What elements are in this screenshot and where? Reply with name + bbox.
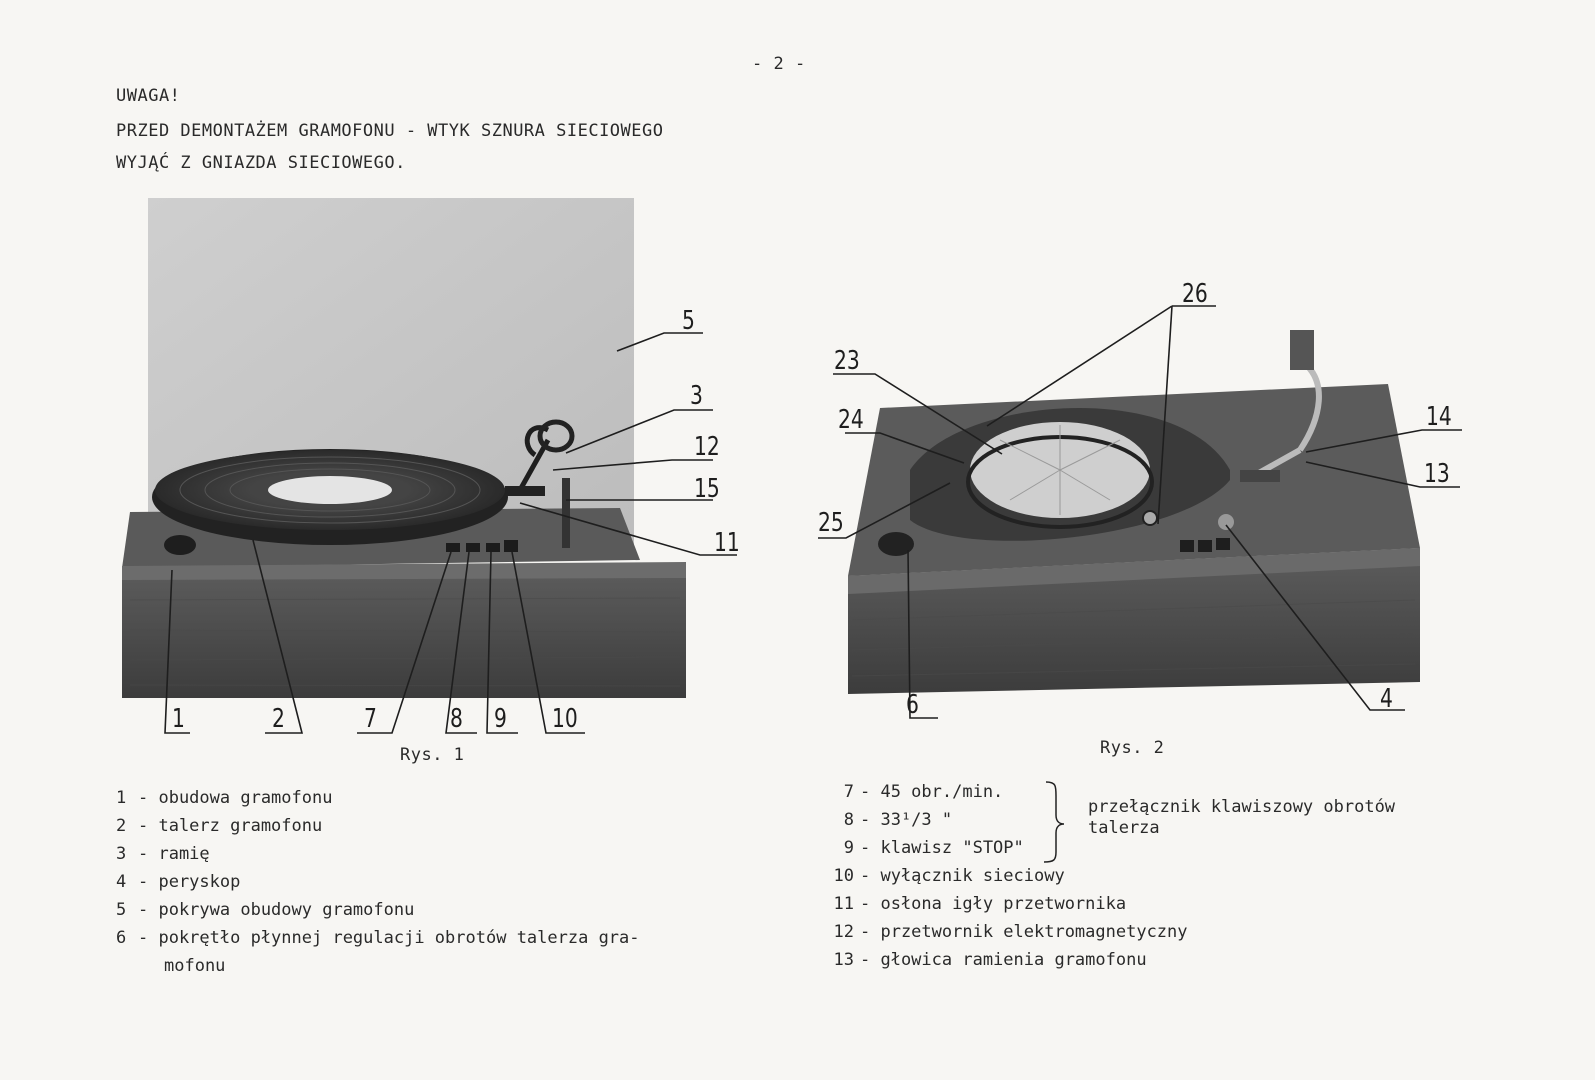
legend-item: 1- obudowa gramofonu [116, 788, 333, 808]
callout-1: 1 [172, 704, 185, 734]
legend-item: 6- pokrętło płynnej regulacji obrotów ta… [116, 928, 640, 948]
legend-item: 12- przetwornik elektromagnetyczny [833, 922, 1188, 942]
figure-2-caption: Rys. 2 [1100, 738, 1165, 758]
callout-5: 5 [682, 306, 695, 336]
callout-24: 24 [838, 405, 864, 435]
legend-item: 11- osłona igły przetwornika [833, 894, 1127, 914]
legend-item: 2- talerz gramofonu [116, 816, 323, 836]
page-number: - 2 - [752, 54, 806, 74]
speed-knob [164, 535, 196, 555]
legend-item: 8- 33¹/3 " [843, 810, 953, 830]
legend-item: 4- peryskop [116, 872, 241, 892]
callout-13: 13 [1424, 459, 1450, 489]
warning-line-1: PRZED DEMONTAŻEM GRAMOFONU - WTYK SZNURA… [116, 121, 664, 141]
legend-item: 13- głowica ramienia gramofonu [833, 950, 1147, 970]
legend-item: 3- ramię [116, 844, 210, 864]
callout-12: 12 [694, 432, 720, 462]
legend-item: mofonu [164, 956, 226, 976]
record-label [268, 476, 392, 504]
figure-1-caption: Rys. 1 [400, 745, 465, 765]
legend-item: 9- klawisz "STOP" [843, 838, 1024, 858]
warning-title: UWAGA! [116, 86, 181, 106]
callout-26: 26 [1182, 279, 1208, 309]
legend-item: 5- pokrywa obudowy gramofonu [116, 900, 415, 920]
callout-4: 4 [1380, 684, 1393, 714]
legend-item: 7- 45 obr./min. [843, 782, 1004, 802]
callout-2: 2 [272, 704, 285, 734]
warning-line-2: WYJĄĆ Z GNIAZDA SIECIOWEGO. [116, 153, 406, 173]
bracket-note-line-2: talerza [1088, 818, 1160, 838]
legend-left: 1- obudowa gramofonu 2- talerz gramofonu… [116, 784, 640, 980]
callout-25: 25 [818, 508, 844, 538]
callout-10: 10 [552, 704, 578, 734]
callout-7: 7 [364, 704, 377, 734]
legend-right: 7- 45 obr./min. 8- 33¹/3 " 9- klawisz "S… [820, 778, 1188, 974]
callout-14: 14 [1426, 402, 1452, 432]
callout-6: 6 [906, 690, 919, 720]
legend-item: 10- wyłącznik sieciowy [833, 866, 1065, 886]
callout-23: 23 [834, 346, 860, 376]
callout-9: 9 [494, 704, 507, 734]
callout-3: 3 [690, 381, 703, 411]
fine-speed-knob [878, 532, 914, 556]
bracket-note-line-1: przełącznik klawiszowy obrotów [1088, 797, 1396, 817]
callout-11: 11 [714, 528, 740, 558]
callout-8: 8 [450, 704, 463, 734]
callout-15: 15 [694, 474, 720, 504]
